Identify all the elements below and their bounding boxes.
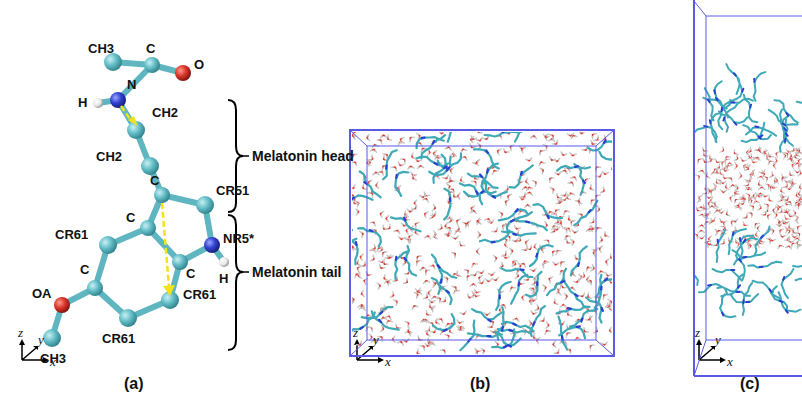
part-name: Melatonin tail [252,265,341,279]
slab-box-frame [694,0,802,376]
atom-label: CR61 [102,332,135,345]
atom-label: H [78,96,87,109]
atom-label: CR51 [216,184,249,197]
atom-label: CH2 [96,150,122,163]
bracket [228,100,243,350]
bond-sticks [52,62,224,338]
simulation-box-frame [350,130,614,356]
part-name: Melatonin head [252,149,354,163]
atom-label: CH3 [88,42,114,55]
melatonin-molecules [352,132,612,348]
atom-label: N [127,78,136,91]
axis-label: z [695,326,700,339]
water-molecules [352,132,612,354]
atom-label: CH2 [152,106,178,119]
atom-label: C [186,267,195,280]
water-slab [695,147,802,250]
axis-label: x [727,355,733,368]
atom-label: O [194,58,204,71]
slab-system [695,64,802,317]
atom-label: C [80,263,89,276]
axis-label: x [50,355,56,368]
leader-line [243,155,249,157]
panel-label: (c) [740,376,760,392]
atom-label: H [219,272,228,285]
water-melatonin-box [352,132,612,354]
vector-head [128,116,175,296]
atom-label: OA [32,287,52,300]
atom-label: C [146,42,155,55]
melatonin-molecules [352,132,612,350]
melatonin-layer [695,73,802,315]
panel-label: (b) [470,376,490,392]
axis-label: y [38,333,44,346]
atom-balls [43,53,229,347]
melatonin-layer [695,64,802,317]
axis-label: x [385,355,391,368]
atom-label: C [150,174,159,187]
axis-triad [22,343,722,360]
dashed-vector [121,106,169,287]
axis-label: z [353,326,358,339]
atom-label: CR61 [183,288,216,301]
axis-label: y [715,333,721,346]
axis-label: y [373,333,379,346]
atom-label: C [126,211,135,224]
atom-label: CR61 [55,228,88,241]
axis-label: z [18,326,23,339]
atom-label: NR5* [223,232,254,245]
panel-label: (a) [124,376,144,392]
leader-line [243,271,249,273]
